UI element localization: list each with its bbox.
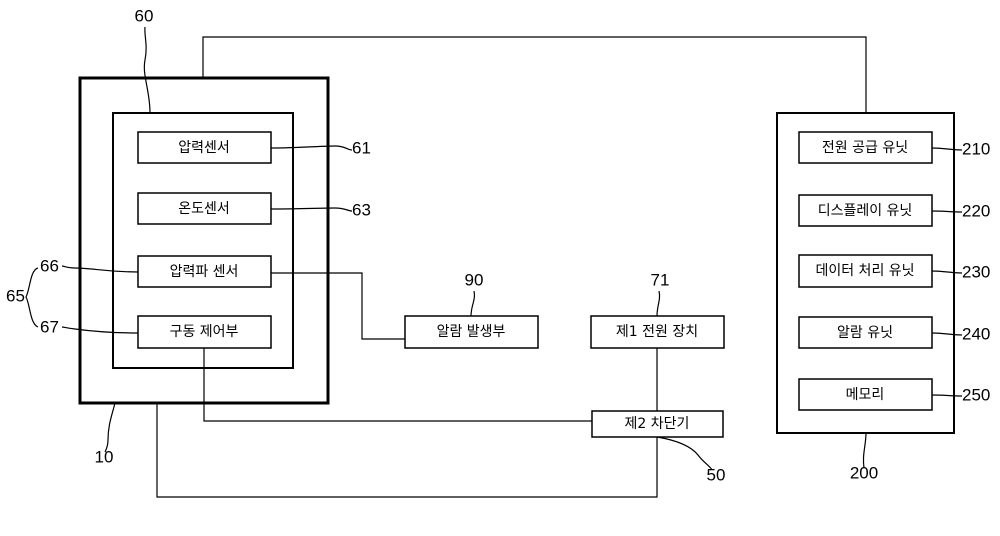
alarm-generator-block: 알람 발생부	[405, 316, 538, 348]
ref-66: 66	[40, 256, 59, 275]
second-breaker-label: 제2 차단기	[625, 416, 690, 432]
display-unit-label: 디스플레이 유닛	[818, 203, 913, 219]
ref-200: 200	[850, 463, 878, 482]
ref-71: 71	[651, 270, 670, 289]
bottom-loop-wire	[157, 403, 657, 497]
memory-block: 메모리	[799, 379, 932, 410]
data-processing-unit-label: 데이터 처리 유닛	[815, 263, 914, 279]
first-power-device-block: 제1 전원 장치	[591, 316, 724, 348]
ref-65: 65	[6, 286, 25, 305]
temperature-sensor-label: 온도센서	[178, 201, 230, 217]
drive-controller-block: 구동 제어부	[138, 316, 271, 348]
ref-61: 61	[352, 138, 371, 157]
controller-to-breaker-wire	[204, 348, 592, 421]
ref-50: 50	[707, 465, 726, 484]
power-supply-unit-block: 전원 공급 유닛	[799, 132, 932, 163]
data-processing-unit-block: 데이터 처리 유닛	[799, 255, 932, 287]
alarm-unit-block: 알람 유닛	[799, 317, 932, 348]
pressure-wave-sensor-label: 압력파 센서	[170, 264, 239, 280]
alarm-unit-label: 알람 유닛	[837, 325, 893, 341]
top-connection-wire	[203, 37, 866, 113]
ref-210: 210	[962, 139, 990, 158]
memory-label: 메모리	[846, 387, 885, 403]
ref-67: 67	[40, 317, 59, 336]
ref-10: 10	[95, 447, 114, 466]
ref-60: 60	[135, 6, 154, 25]
power-supply-unit-label: 전원 공급 유닛	[822, 140, 908, 156]
drive-controller-label: 구동 제어부	[170, 324, 239, 340]
ref-63: 63	[352, 200, 371, 219]
pressure-sensor-label: 압력센서	[178, 140, 230, 156]
first-power-device-label: 제1 전원 장치	[616, 324, 698, 340]
wave-sensor-to-alarm-wire	[271, 273, 405, 339]
ref-220: 220	[962, 201, 990, 220]
second-breaker-block: 제2 차단기	[592, 411, 723, 437]
pressure-sensor-block: 압력센서	[138, 132, 271, 163]
alarm-generator-label: 알람 발생부	[437, 324, 506, 340]
temperature-sensor-block: 온도센서	[138, 193, 271, 224]
ref-230: 230	[962, 262, 990, 281]
ref-250: 250	[962, 385, 990, 404]
ref-90: 90	[465, 270, 484, 289]
display-unit-block: 디스플레이 유닛	[799, 195, 932, 226]
group-brace	[26, 268, 38, 327]
pressure-wave-sensor-block: 압력파 센서	[138, 256, 271, 287]
ref-240: 240	[962, 324, 990, 343]
